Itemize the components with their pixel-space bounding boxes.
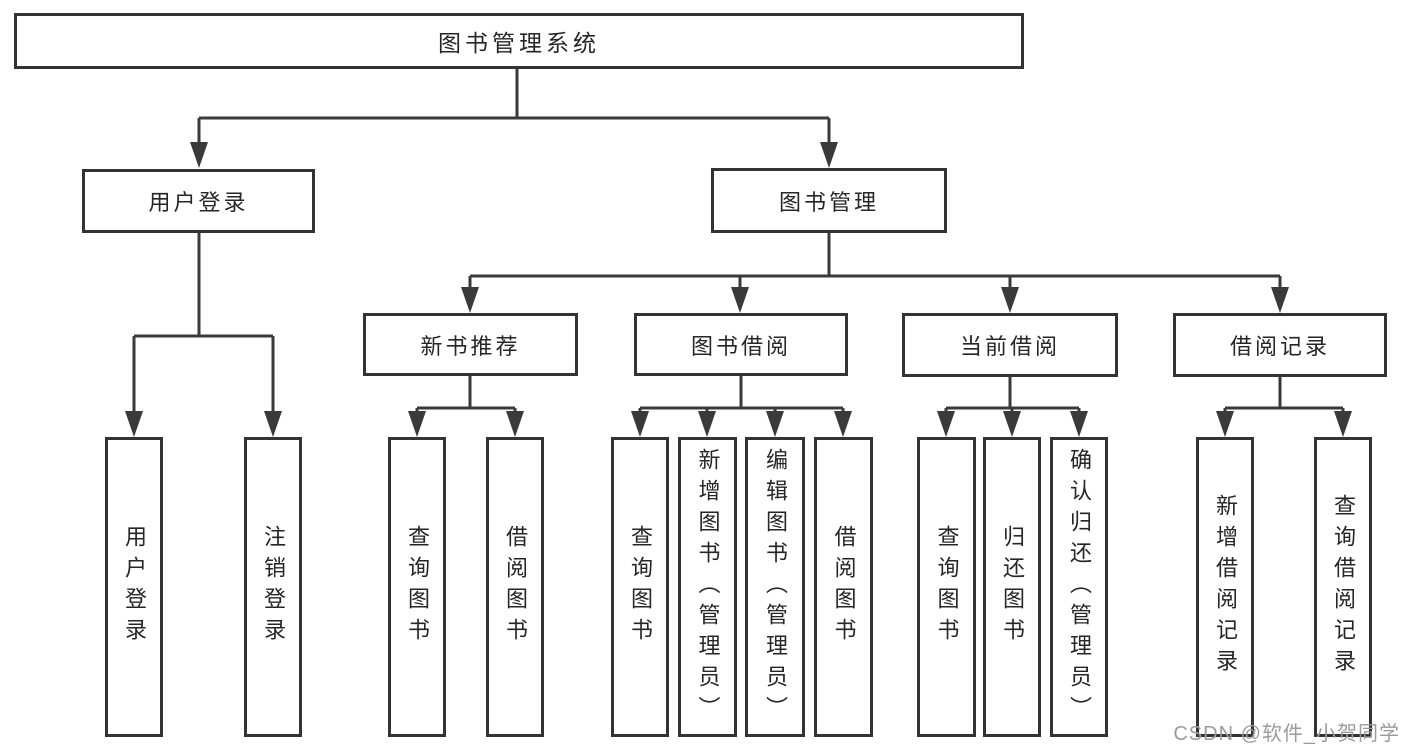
leaf-borrow-books: 借阅图书 (814, 437, 873, 737)
csdn-watermark: CSDN @软件_小贺同学 (1173, 723, 1400, 745)
connector-user-login-children (132, 233, 275, 414)
node-root: 图书管理系统 (14, 13, 1024, 69)
leaf-label: 查询图书 (934, 525, 960, 649)
arrowhead (1070, 411, 1088, 437)
connector-book-borrow-children (638, 376, 845, 414)
leaf-query-books-recommend: 查询图书 (388, 437, 446, 737)
leaf-add-borrow-record: 新增借阅记录 (1196, 437, 1254, 737)
connector-book-management-children (468, 233, 1282, 290)
leaf-logout: 注销登录 (244, 437, 302, 737)
leaf-label: 查询图书 (405, 525, 430, 649)
leaf-query-borrow-record: 查询借阅记录 (1314, 437, 1372, 737)
leaf-label: 注销登录 (261, 525, 286, 649)
leaf-label: 用户登录 (122, 525, 147, 649)
arrowhead (125, 411, 143, 437)
arrowhead (731, 287, 749, 313)
node-new-book-recommend: 新书推荐 (363, 313, 578, 376)
leaf-edit-book-admin: 编辑图书（管理员） (745, 437, 805, 737)
leaf-confirm-return-admin: 确认归还（管理员） (1050, 437, 1108, 737)
node-current-borrow: 当前借阅 (902, 313, 1118, 377)
arrowhead (1001, 287, 1019, 313)
leaf-return-book: 归还图书 (983, 437, 1041, 737)
node-borrow-records: 借阅记录 (1173, 313, 1387, 377)
arrowhead (1216, 411, 1234, 437)
arrowhead (1334, 411, 1352, 437)
arrowhead (766, 411, 784, 437)
arrowhead (461, 287, 479, 313)
node-user-login: 用户登录 (82, 169, 315, 233)
leaf-label: 新增图书（管理员） (695, 447, 721, 727)
arrowhead (506, 411, 524, 437)
leaf-label: 查询借阅记录 (1331, 494, 1356, 680)
arrowhead (408, 411, 426, 437)
leaf-label: 借阅图书 (503, 525, 528, 649)
node-book-borrow: 图书借阅 (634, 313, 848, 376)
arrowhead (834, 411, 852, 437)
leaf-label: 编辑图书（管理员） (763, 447, 788, 727)
connector-current-borrow-children (944, 376, 1081, 414)
arrowhead (631, 411, 649, 437)
leaf-add-book-admin: 新增图书（管理员） (678, 437, 737, 737)
leaf-query-books-current: 查询图书 (917, 437, 976, 737)
arrowhead (1271, 287, 1289, 313)
arrowhead (937, 411, 955, 437)
leaf-borrow-books-recommend: 借阅图书 (486, 437, 544, 737)
leaf-query-books-borrow: 查询图书 (611, 437, 669, 737)
connector-root-to-level2 (197, 69, 831, 144)
connector-borrow-records-children (1223, 376, 1345, 414)
connector-new-book-children (415, 376, 517, 414)
arrowhead (190, 142, 208, 168)
arrowhead (698, 411, 716, 437)
leaf-label: 确认归还（管理员） (1067, 447, 1092, 727)
arrowhead (820, 142, 838, 168)
arrowhead (264, 411, 282, 437)
leaf-label: 借阅图书 (831, 525, 857, 649)
leaf-label: 查询图书 (628, 525, 653, 649)
leaf-label: 归还图书 (1000, 525, 1025, 649)
leaf-user-login: 用户登录 (105, 437, 163, 737)
arrowhead (1003, 411, 1021, 437)
leaf-label: 新增借阅记录 (1213, 494, 1238, 680)
node-book-management: 图书管理 (711, 168, 947, 233)
